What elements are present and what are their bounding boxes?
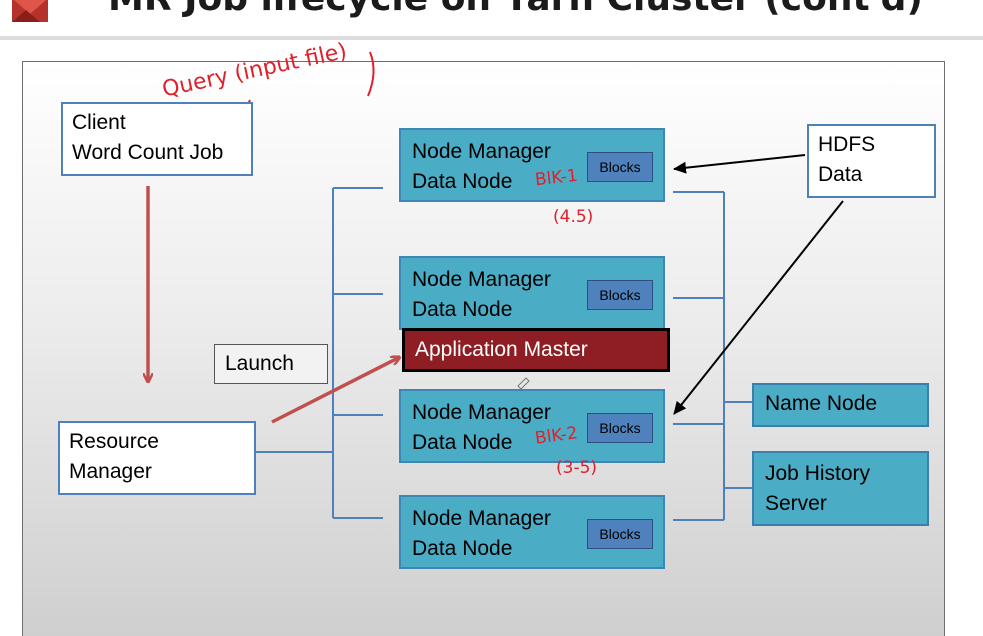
pen-cursor-icon bbox=[517, 377, 530, 390]
hdfs-to-blocks1-arrow bbox=[673, 154, 806, 174]
node-2-title: Node Manager bbox=[412, 268, 551, 291]
client-label: Client bbox=[72, 111, 126, 134]
query-bracket bbox=[367, 51, 375, 97]
job-history-label-1: Job History bbox=[765, 462, 871, 485]
annotation-blk1-range: (4.5) bbox=[553, 207, 594, 227]
client-box: Client Word Count Job bbox=[61, 102, 253, 176]
node-2-blocks: Blocks bbox=[587, 280, 653, 310]
title-divider bbox=[0, 36, 983, 40]
slide-title: MR Job lifecycle on Yarn Cluster (cont'd… bbox=[108, 0, 923, 19]
slide-header: MR Job lifecycle on Yarn Cluster (cont'd… bbox=[0, 0, 983, 40]
annotation-blk2-range: (3-5) bbox=[556, 458, 598, 478]
launch-label: Launch bbox=[214, 344, 328, 384]
rm-launch-am-arrow bbox=[271, 358, 398, 424]
resource-manager-label-1: Resource bbox=[69, 430, 159, 453]
hdfs-data-box: HDFS Data bbox=[807, 124, 936, 198]
node-1-title: Node Manager bbox=[412, 140, 551, 163]
node-4-title: Node Manager bbox=[412, 507, 551, 530]
application-master: Application Master bbox=[402, 328, 670, 372]
job-history-server-box: Job History Server bbox=[752, 451, 929, 526]
node-manager-1: Node Manager Data Node Blocks bbox=[399, 128, 665, 202]
node-4-blocks: Blocks bbox=[587, 519, 653, 549]
resource-manager-label-2: Manager bbox=[69, 460, 152, 483]
hdfs-label: HDFS bbox=[818, 133, 876, 156]
hdfs-data-label: Data bbox=[818, 163, 863, 186]
left-bus bbox=[256, 187, 383, 519]
client-job-label: Word Count Job bbox=[72, 141, 224, 164]
logo-icon bbox=[12, 0, 48, 22]
node-manager-3: Node Manager Data Node Blocks bbox=[399, 389, 665, 463]
right-bus bbox=[673, 191, 752, 521]
resource-manager-box: Resource Manager bbox=[58, 421, 256, 495]
node-manager-2: Node Manager Data Node Blocks bbox=[399, 256, 665, 330]
node-1-blocks: Blocks bbox=[587, 152, 653, 182]
node-1-subtitle: Data Node bbox=[412, 170, 513, 193]
node-manager-4: Node Manager Data Node Blocks bbox=[399, 495, 665, 569]
node-3-blocks: Blocks bbox=[587, 413, 653, 443]
node-2-subtitle: Data Node bbox=[412, 298, 513, 321]
hdfs-to-blocks3-arrow bbox=[673, 200, 844, 415]
name-node-box: Name Node bbox=[752, 383, 929, 427]
node-3-title: Node Manager bbox=[412, 401, 551, 424]
node-3-subtitle: Data Node bbox=[412, 431, 513, 454]
node-4-subtitle: Data Node bbox=[412, 537, 513, 560]
job-history-label-2: Server bbox=[765, 492, 827, 515]
